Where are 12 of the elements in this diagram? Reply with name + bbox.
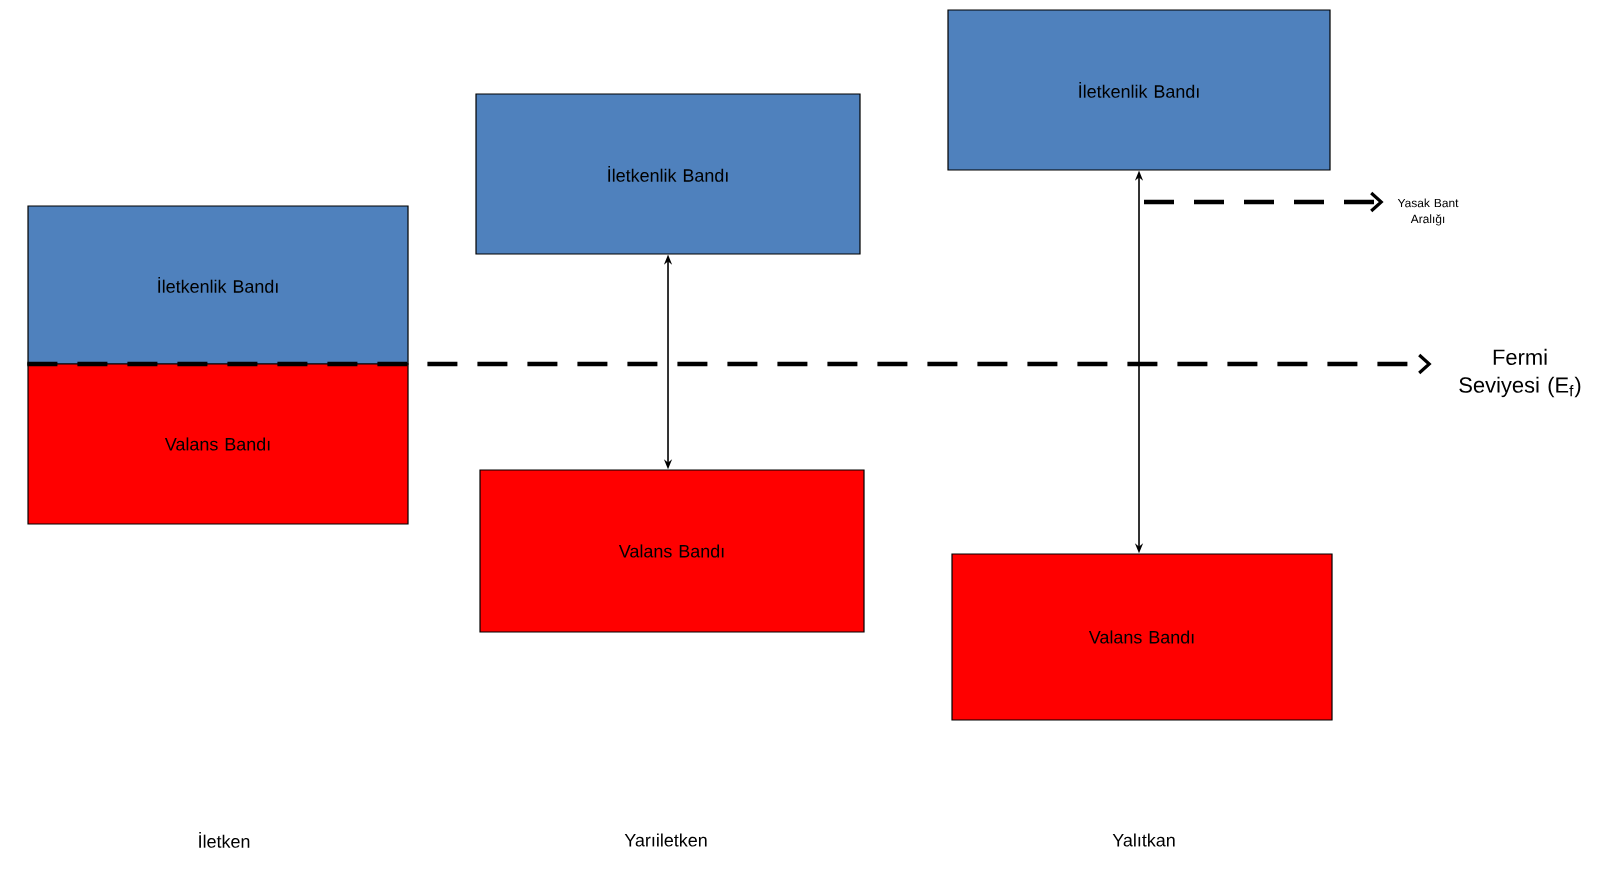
dashed-arrow xyxy=(27,353,1432,375)
band-box: Valans Bandı xyxy=(951,553,1333,721)
band-box: İletkenlik Bandı xyxy=(27,205,409,365)
band-box: İletkenlik Bandı xyxy=(947,9,1331,171)
band-box: Valans Bandı xyxy=(27,363,409,525)
material-label: Yalıtkan xyxy=(1112,833,1175,847)
dashed-arrow xyxy=(1144,191,1384,213)
material-label: Yarıiletken xyxy=(624,833,707,847)
band-box: İletkenlik Bandı xyxy=(475,93,861,255)
material-label: İletken xyxy=(199,832,250,848)
level-label: Fermi Seviyesi (E$_{f}$) xyxy=(1459,348,1581,398)
band-box: Valans Bandı xyxy=(479,469,865,633)
